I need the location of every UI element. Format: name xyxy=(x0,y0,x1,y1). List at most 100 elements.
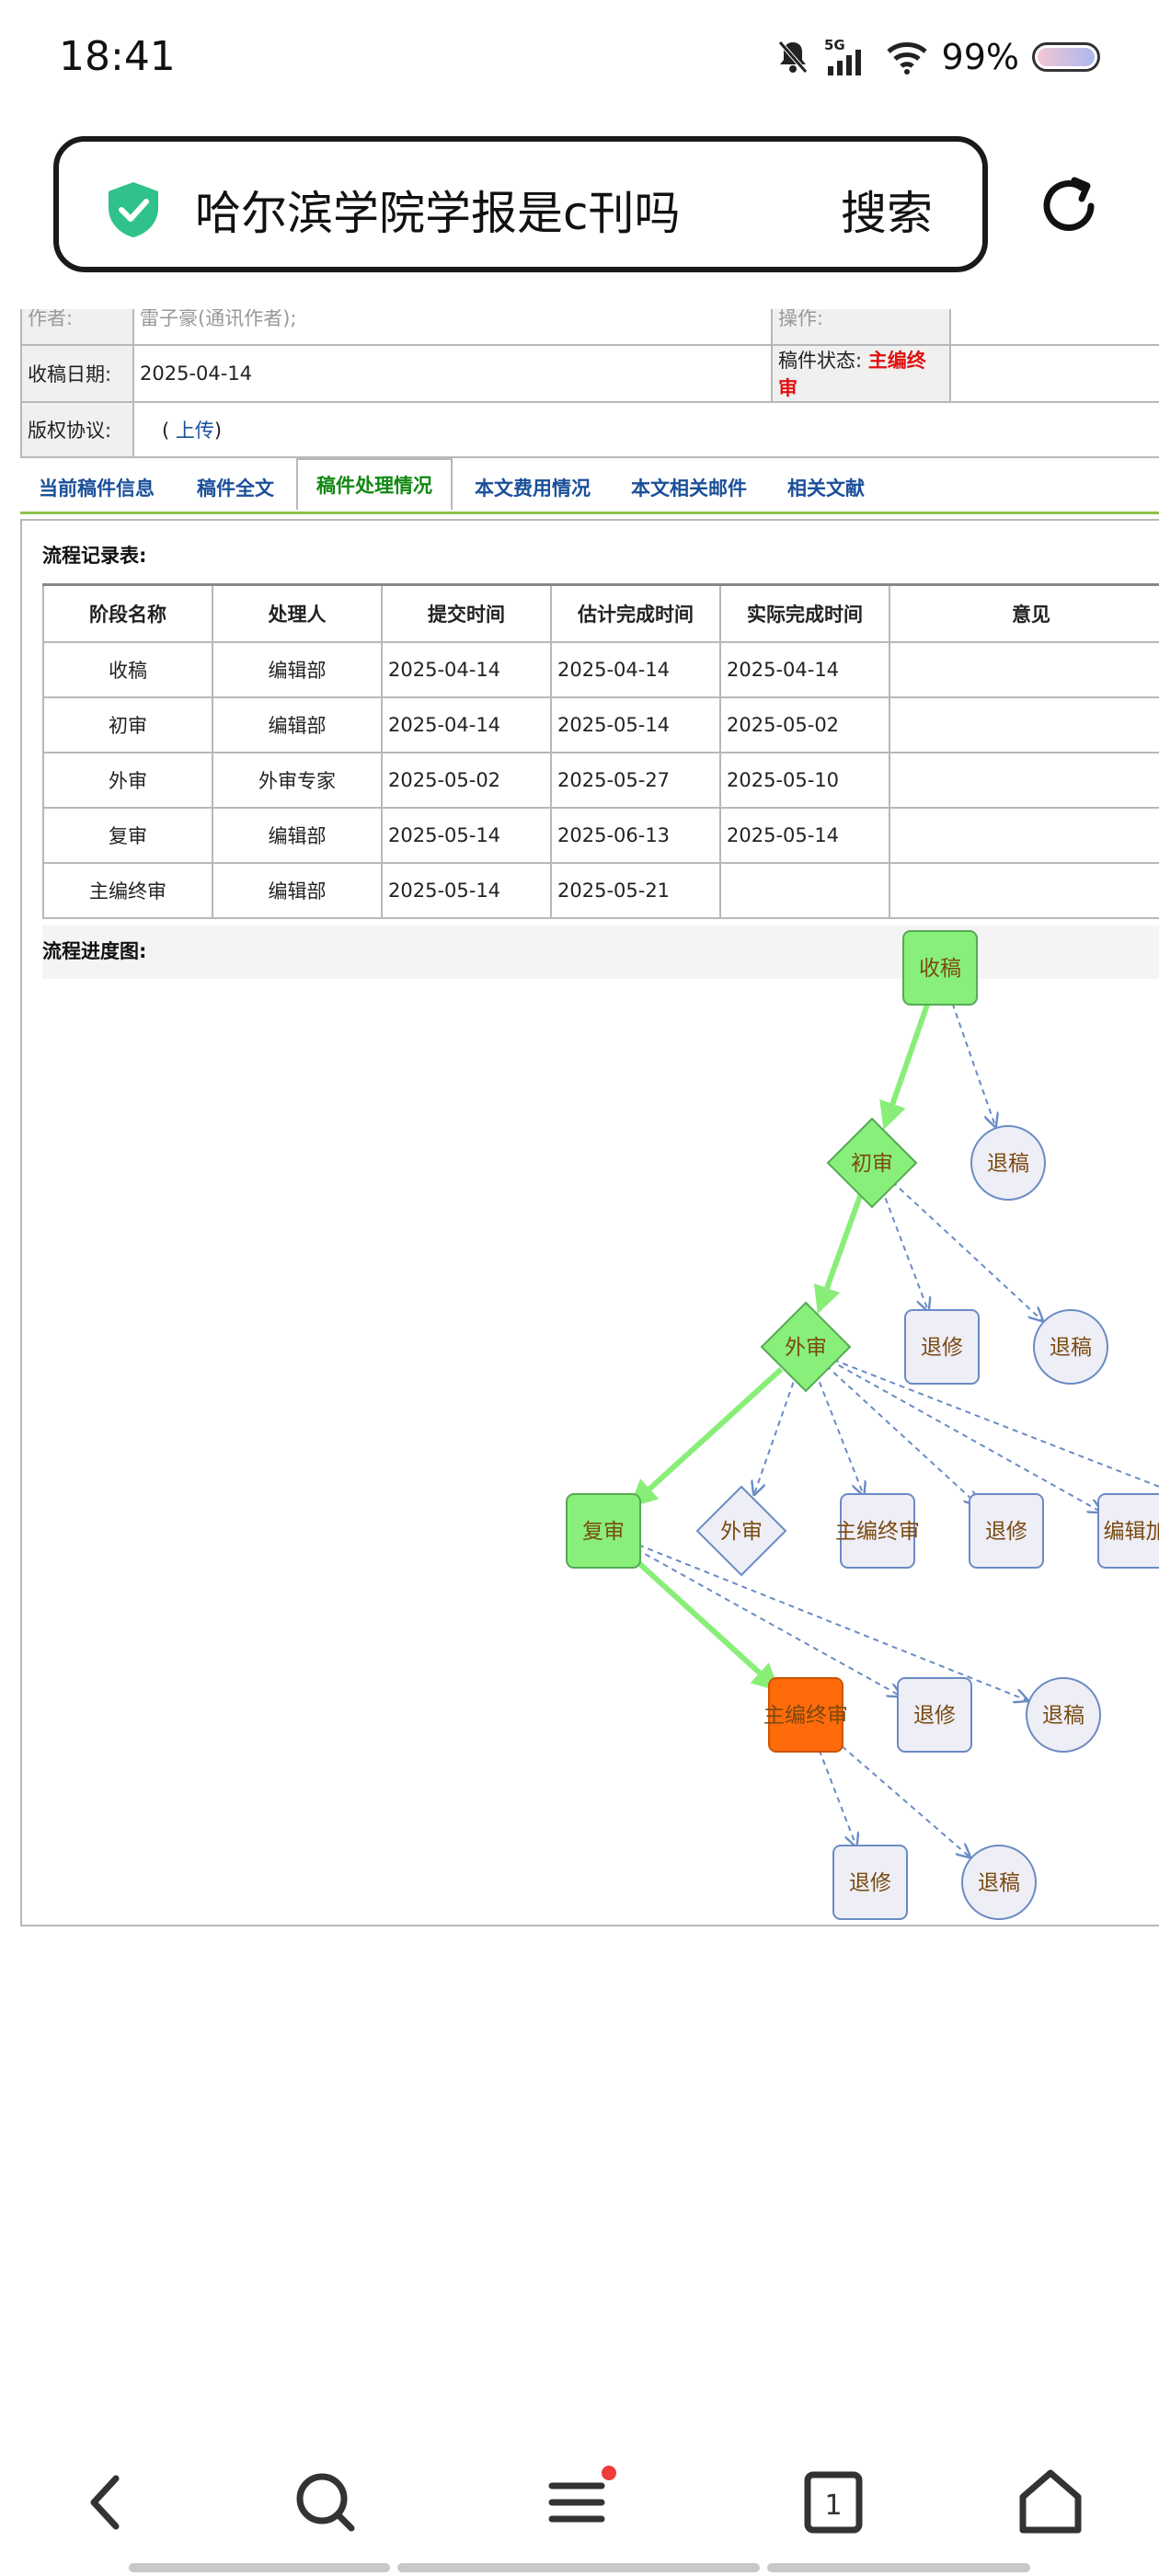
flow-node-label: 退稿 xyxy=(1042,1704,1084,1728)
flow-edge-taken xyxy=(879,998,932,1131)
flow-node-tuixiu1: 退修 xyxy=(904,1309,980,1385)
flow-node-zhubian2: 主编终审 xyxy=(763,1677,848,1753)
column-header: 意见 xyxy=(889,583,1159,643)
flow-node-tuigao4: 退稿 xyxy=(961,1845,1037,1920)
flow-edge-taken xyxy=(629,1366,784,1508)
tab-fees[interactable]: 本文费用情况 xyxy=(475,477,591,500)
table-row: 收稿 编辑部 2025-04-14 2025-04-14 2025-04-14 xyxy=(42,641,1159,698)
flow-edge-optional xyxy=(628,1540,1027,1700)
upload-link[interactable]: 上传 xyxy=(175,420,214,442)
operation-value xyxy=(949,309,1159,346)
cell-opinion xyxy=(889,807,1159,864)
clock: 18:41 xyxy=(59,33,176,80)
table-header-row: 阶段名称 处理人 提交时间 估计完成时间 实际完成时间 意见 xyxy=(42,583,1159,643)
battery-percent: 99% xyxy=(941,37,1019,77)
status-bar: 18:41 5G 99% xyxy=(0,0,1159,120)
tab-related-emails[interactable]: 本文相关邮件 xyxy=(631,477,747,500)
column-header: 处理人 xyxy=(212,583,383,643)
search-query-text[interactable]: 哈尔滨学院学报是c刊吗 xyxy=(195,187,681,240)
cell-submitted: 2025-04-14 xyxy=(381,696,552,753)
home-icon[interactable] xyxy=(1014,2466,1087,2539)
network-label: 5G xyxy=(824,37,845,53)
flow-node-label: 退修 xyxy=(913,1704,956,1728)
notification-dot xyxy=(602,2466,616,2480)
table-row: 初审 编辑部 2025-04-14 2025-05-14 2025-05-02 xyxy=(42,696,1159,753)
copyright-label: 版权协议: xyxy=(20,401,134,458)
flow-node-label: 收稿 xyxy=(919,957,961,981)
browser-bottom-nav: 1 xyxy=(0,2414,1159,2576)
flow-node-label: 退修 xyxy=(985,1520,1027,1544)
gesture-handle-center[interactable] xyxy=(397,2563,760,2572)
tab-fulltext[interactable]: 稿件全文 xyxy=(197,477,274,500)
tab-count: 1 xyxy=(824,2490,842,2522)
cell-handler: 编辑部 xyxy=(212,696,383,753)
flow-node-tuigao3: 退稿 xyxy=(1026,1677,1101,1753)
cell-stage: 收稿 xyxy=(42,641,213,698)
flow-edge-optional xyxy=(754,1372,798,1494)
search-button[interactable]: 搜索 xyxy=(841,187,933,240)
author-value: 雷子豪(通讯作者); xyxy=(132,309,773,346)
flow-edge-optional xyxy=(814,1372,864,1495)
wifi-icon xyxy=(886,42,927,75)
flow-edge-optional xyxy=(814,1740,856,1846)
cell-submitted: 2025-05-14 xyxy=(381,807,552,864)
bell-muted-icon xyxy=(777,40,808,74)
cell-estimated: 2025-05-21 xyxy=(550,862,721,919)
menu-icon[interactable] xyxy=(543,2466,616,2539)
cell-handler: 编辑部 xyxy=(212,807,383,864)
column-header: 实际完成时间 xyxy=(719,583,890,643)
address-search-bar[interactable]: 哈尔滨学院学报是c刊吗 搜索 xyxy=(53,136,988,272)
cell-stage: 外审 xyxy=(42,752,213,809)
status-value-cell xyxy=(949,344,1159,403)
cell-stage: 主编终审 xyxy=(42,862,213,919)
manuscript-info-table: 作者: 雷子豪(通讯作者); 操作: 收稿日期: 2025-04-14 稿件状态… xyxy=(20,309,1159,458)
cell-handler: 外审专家 xyxy=(212,752,383,809)
tabs-icon[interactable]: 1 xyxy=(797,2466,870,2539)
flow-node-chushen: 初审 xyxy=(826,1117,918,1209)
flow-node-tuigao1: 退稿 xyxy=(970,1125,1046,1201)
flow-node-label: 编辑加 xyxy=(1104,1520,1159,1544)
manuscript-tabs: 当前稿件信息 稿件全文 稿件处理情况 本文费用情况 本文相关邮件 相关文献 xyxy=(20,458,1159,514)
reload-icon[interactable] xyxy=(1034,171,1104,241)
cell-handler: 编辑部 xyxy=(212,641,383,698)
flow-node-label: 初审 xyxy=(851,1152,893,1176)
flow-node-label: 外审 xyxy=(785,1336,827,1360)
cell-opinion xyxy=(889,862,1159,919)
flow-edge-optional xyxy=(947,993,995,1126)
flow-node-label: 退修 xyxy=(849,1871,891,1895)
flow-edge-optional xyxy=(832,1359,1159,1488)
cell-actual: 2025-05-14 xyxy=(719,807,890,864)
column-header: 提交时间 xyxy=(381,583,552,643)
operation-label: 操作: xyxy=(771,309,951,346)
tab-related-literature[interactable]: 相关文献 xyxy=(787,477,865,500)
tab-current-info[interactable]: 当前稿件信息 xyxy=(39,477,155,500)
flow-node-tuixiu4: 退修 xyxy=(832,1845,908,1920)
back-icon[interactable] xyxy=(72,2466,145,2539)
flow-node-waishen2: 外审 xyxy=(695,1485,787,1577)
gesture-handle-right xyxy=(767,2563,1030,2572)
flow-chart-title: 流程进度图: xyxy=(42,940,147,962)
tab-processing-status[interactable]: 稿件处理情况 xyxy=(296,458,453,510)
cell-stage: 初审 xyxy=(42,696,213,753)
column-header: 阶段名称 xyxy=(42,583,213,643)
table-row: 主编终审 编辑部 2025-05-14 2025-05-21 xyxy=(42,862,1159,919)
flow-edge-optional xyxy=(891,1180,1042,1320)
flow-node-bianji: 编辑加 xyxy=(1097,1493,1159,1569)
status-value: 主编终审 xyxy=(778,350,926,399)
flow-node-tuixiu3: 退修 xyxy=(897,1677,972,1753)
cell-actual: 2025-04-14 xyxy=(719,641,890,698)
cell-estimated: 2025-05-27 xyxy=(550,752,721,809)
flow-edge-optional xyxy=(825,1364,978,1504)
flow-node-zhubian1: 主编终审 xyxy=(835,1493,920,1569)
flow-progress-chart: 收稿退稿初审退修退稿外审复审外审主编终审退修编辑加主编终审退修退稿退修退稿 xyxy=(566,930,1159,1920)
cell-opinion xyxy=(889,752,1159,809)
flow-node-label: 退修 xyxy=(921,1336,963,1360)
copyright-value: ( 上传) xyxy=(132,401,1159,458)
received-date-label: 收稿日期: xyxy=(20,344,134,403)
flow-node-label: 主编终审 xyxy=(763,1704,848,1728)
cell-handler: 编辑部 xyxy=(212,862,383,919)
cell-submitted: 2025-04-14 xyxy=(381,641,552,698)
security-shield-icon xyxy=(109,182,158,237)
flow-edge-optional xyxy=(826,1731,970,1857)
search-icon[interactable] xyxy=(289,2466,362,2539)
